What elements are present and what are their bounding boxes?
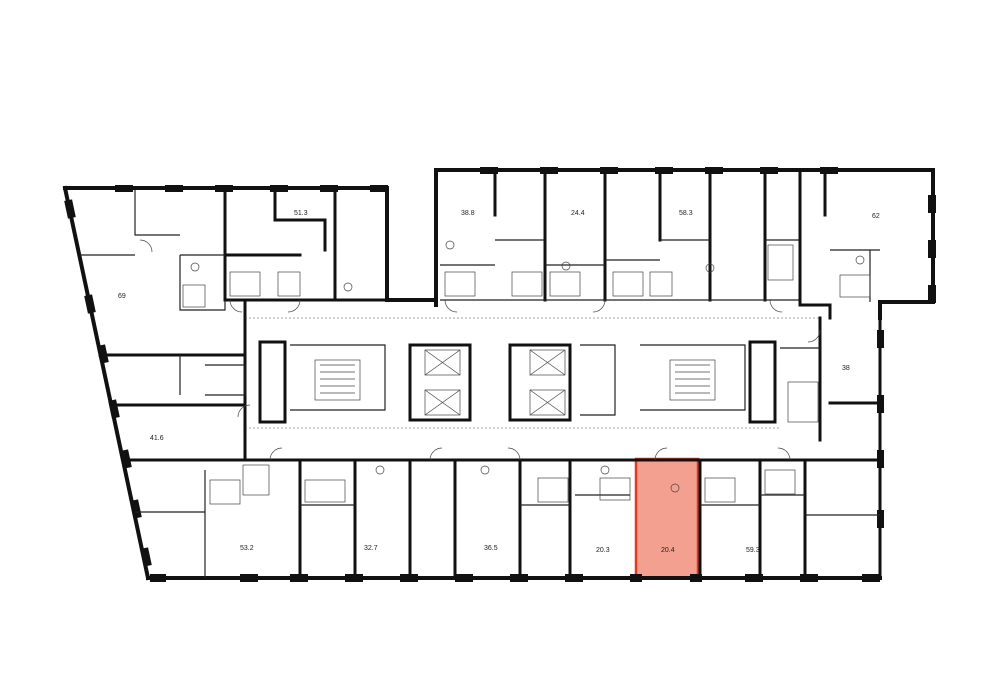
unit-area-24-4[interactable]: 24.4: [571, 210, 585, 217]
door-swings: [139, 239, 821, 461]
unit-area-62[interactable]: 62: [872, 213, 880, 220]
unit-area-labels: 69 51.3 38.8 24.4 58.3 62 38 41.6 53.2 3…: [118, 210, 880, 554]
unit-area-58-3[interactable]: 58.3: [679, 210, 693, 217]
unit-area-38-8[interactable]: 38.8: [461, 210, 475, 217]
unit-area-69[interactable]: 69: [118, 293, 126, 300]
unit-area-36-5[interactable]: 36.5: [484, 545, 498, 552]
facade-piers: [64, 167, 936, 582]
core: [245, 317, 820, 429]
bathroom-fixtures: [182, 240, 871, 505]
unit-area-38[interactable]: 38: [842, 365, 850, 372]
partitions: [80, 170, 882, 580]
unit-area-53-2[interactable]: 53.2: [240, 545, 254, 552]
unit-area-59-3[interactable]: 59.3: [746, 547, 760, 554]
unit-area-20-3[interactable]: 20.3: [596, 547, 610, 554]
unit-area-41-6[interactable]: 41.6: [150, 435, 164, 442]
unit-area-51-3[interactable]: 51.3: [294, 210, 308, 217]
unit-area-20-4[interactable]: 20.4: [661, 547, 675, 554]
unit-area-32-7[interactable]: 32.7: [364, 545, 378, 552]
outer-walls: [62, 168, 935, 581]
unit-highlight-20-4[interactable]: [634, 457, 700, 580]
